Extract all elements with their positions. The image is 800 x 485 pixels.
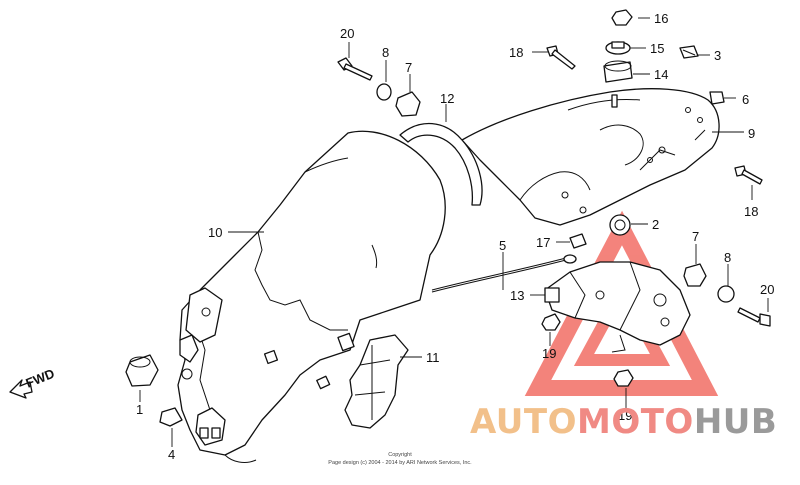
callout-8-right: 8: [724, 250, 731, 265]
copyright-notice: Copyright Page design (c) 2004 - 2014 by…: [328, 452, 472, 466]
callout-6: 6: [742, 92, 749, 107]
callout-7-right: 7: [692, 229, 699, 244]
nut-part-19-right[interactable]: [613, 369, 634, 387]
svg-text:AUTOMOTOHUB: AUTOMOTOHUB: [470, 402, 777, 442]
callout-15: 15: [650, 41, 664, 56]
clip-part-4[interactable]: [159, 407, 183, 427]
callout-17: 17: [536, 235, 550, 250]
callout-19-right: 19: [618, 408, 632, 423]
bolt-part-18-right[interactable]: [734, 165, 763, 185]
collar-part-8-right[interactable]: [717, 285, 735, 303]
callout-10: 10: [208, 225, 222, 240]
callout-1: 1: [136, 402, 143, 417]
callout-3: 3: [714, 48, 721, 63]
callout-18-top: 18: [509, 45, 523, 60]
callout-18-right: 18: [744, 204, 758, 219]
callout-9: 9: [748, 126, 755, 141]
bolt-part-18-top[interactable]: [546, 45, 576, 70]
clip-part-3[interactable]: [679, 45, 699, 59]
callout-7-left: 7: [405, 60, 412, 75]
callout-16: 16: [654, 11, 668, 26]
callout-11: 11: [426, 350, 440, 365]
copyright-line-1: Copyright: [388, 452, 412, 458]
callout-12: 12: [440, 91, 454, 106]
bracket-assembly-part-13[interactable]: [544, 261, 691, 353]
nut-part-16[interactable]: [611, 9, 633, 26]
watermark-hub: HUB: [694, 402, 777, 442]
grommet-part-7-right[interactable]: [683, 263, 707, 287]
callout-5: 5: [499, 238, 506, 253]
callout-13: 13: [510, 288, 524, 303]
watermark-text: AUTOMOTOHUB: [470, 402, 777, 442]
bracket-part-11[interactable]: [344, 334, 409, 429]
leader-lines: [139, 17, 769, 447]
bolt-part-20-left[interactable]: [337, 57, 373, 81]
grommet-part-14[interactable]: [603, 60, 633, 83]
callout-labels: 1 2 3 4 5 6 7 7 8 8 9 10 11 12 13 14 15 …: [136, 11, 774, 462]
rear-fender-part-10[interactable]: [177, 130, 446, 463]
callout-19-left: 19: [542, 346, 556, 361]
grommet-part-2[interactable]: [609, 214, 631, 236]
collar-part-17[interactable]: [569, 233, 587, 249]
cable-part-5[interactable]: [431, 254, 577, 293]
top-tray-part-9[interactable]: [461, 88, 720, 226]
watermark-moto: MOTO: [577, 402, 694, 442]
callout-2: 2: [652, 217, 659, 232]
fwd-label: FWD: [24, 366, 57, 391]
callout-4: 4: [168, 447, 175, 462]
callout-8-left: 8: [382, 45, 389, 60]
callout-20-right: 20: [760, 282, 774, 297]
grommet-part-1[interactable]: [125, 354, 159, 387]
forward-direction-indicator: FWD: [9, 366, 57, 399]
collar-part-8-left[interactable]: [376, 83, 392, 101]
grommet-part-7-left[interactable]: [395, 91, 421, 117]
callout-14: 14: [654, 67, 668, 82]
watermark-auto: AUTO: [470, 402, 577, 442]
copyright-line-2: Page design (c) 2004 - 2014 by ARI Netwo…: [328, 460, 472, 466]
bolt-part-20-right[interactable]: [737, 307, 771, 327]
callout-20-left: 20: [340, 26, 354, 41]
nut-part-19-left[interactable]: [541, 313, 561, 331]
strap-part-12[interactable]: [399, 122, 483, 206]
washer-part-15[interactable]: [605, 41, 631, 55]
clip-part-6[interactable]: [709, 91, 725, 105]
